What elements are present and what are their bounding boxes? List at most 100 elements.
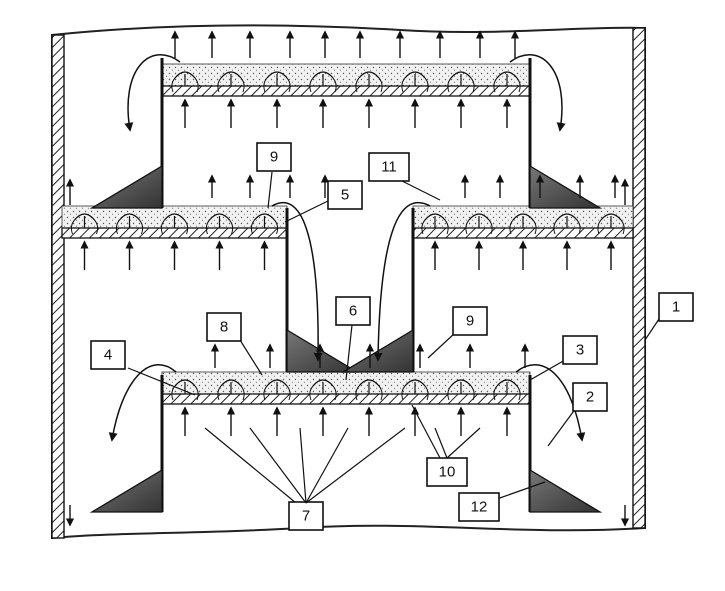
callout-leader — [284, 199, 331, 223]
callout-6: 6 — [335, 296, 371, 381]
callout-1: 1 — [644, 292, 694, 341]
callout-label: 9 — [466, 313, 474, 330]
callout-leader — [427, 332, 456, 359]
bubble-cap — [600, 213, 622, 221]
callout-box — [368, 152, 410, 182]
tray-plate — [61, 227, 288, 239]
callout-11: 11 — [368, 152, 441, 201]
bubble-stream — [309, 385, 337, 401]
vapor-flow-arrows — [65, 30, 630, 527]
callout-label: 1 — [672, 299, 680, 316]
callout-7-leader — [305, 427, 349, 504]
bubble-stream — [70, 219, 99, 235]
callout-leader — [401, 180, 441, 201]
liquid-seal — [89, 164, 163, 209]
callout-12: 12 — [458, 481, 546, 522]
callout-10: 10 — [411, 404, 468, 487]
bubble-stream — [509, 219, 537, 235]
callout-box — [452, 306, 488, 336]
bubble-stream — [217, 77, 245, 93]
bubble-cap — [450, 71, 472, 79]
callout-leader — [493, 481, 546, 501]
bubble-cap — [266, 71, 288, 79]
bubble-cap — [424, 213, 446, 221]
overflow-middle-left — [271, 201, 323, 362]
liquid-seal — [529, 468, 603, 513]
callout-box — [562, 335, 598, 365]
left-column-wall — [51, 34, 65, 539]
bubble-stream — [421, 219, 449, 235]
callout-box — [458, 492, 500, 522]
callout-leader — [345, 324, 353, 381]
bubble-cap — [404, 379, 426, 387]
callout-label: 12 — [471, 499, 488, 516]
liquid-seal — [89, 468, 163, 513]
callout-7-leader — [299, 427, 307, 504]
bubble-stream — [597, 219, 625, 235]
middle-left-tray — [61, 205, 288, 239]
callout-7-leader — [305, 427, 406, 504]
column-outline — [51, 24, 646, 540]
bubble-cap — [358, 71, 380, 79]
bubble-stream — [217, 385, 245, 401]
bubble-stream — [309, 77, 337, 93]
bubble-cap — [496, 379, 518, 387]
bubble-stream — [493, 385, 521, 401]
overflow-upper-left — [124, 54, 181, 132]
bubble-cap — [74, 213, 95, 221]
bubble-stream — [263, 385, 291, 401]
callout-label: 11 — [381, 159, 397, 176]
bubble-cap — [404, 71, 426, 79]
callout-box — [90, 340, 126, 370]
upper-left-downcomer — [89, 58, 164, 209]
bubble-cap — [174, 71, 196, 79]
callout-9a: 9 — [256, 142, 292, 209]
callout-label: 9 — [270, 149, 278, 166]
callout-7-leader — [249, 427, 307, 504]
callout-9b: 9 — [427, 306, 488, 359]
bubble-cap — [312, 379, 334, 387]
callout-leader — [547, 407, 577, 447]
callout-box — [572, 382, 608, 412]
callout-7: 7 — [204, 427, 324, 531]
overflow-middle-right — [373, 201, 431, 362]
right-column-wall — [632, 27, 646, 529]
callout-label: 8 — [220, 319, 228, 336]
callout-leader — [239, 339, 263, 376]
lower-left-downcomer — [89, 375, 164, 513]
bubble-cap — [254, 213, 275, 221]
callout-label: 6 — [349, 303, 357, 320]
bubble-stream — [553, 219, 581, 235]
liquid-seal — [529, 164, 603, 209]
callout-box — [335, 296, 371, 326]
callout-leader — [411, 404, 441, 459]
bubble-cap — [358, 379, 380, 387]
bubble-stream — [401, 77, 429, 93]
callout-label: 3 — [576, 342, 584, 359]
bubble-stream — [401, 385, 429, 401]
bubble-stream — [160, 219, 189, 235]
tray-plate — [161, 85, 531, 97]
bubble-stream — [171, 77, 199, 93]
bubble-stream — [465, 219, 493, 235]
callout-leader — [267, 171, 273, 209]
overflow-upper-right — [509, 54, 566, 132]
callout-box — [426, 457, 468, 487]
tray-plate — [412, 227, 634, 239]
bubble-cap — [119, 213, 140, 221]
bubble-cap — [312, 71, 334, 79]
callout-10-leader — [434, 427, 448, 459]
bubble-cap — [174, 379, 196, 387]
upper-right-downcomer — [528, 58, 603, 209]
bubble-cap — [512, 213, 534, 221]
callout-leader — [204, 427, 297, 504]
bubble-cap — [450, 379, 472, 387]
callout-label: 4 — [104, 347, 112, 364]
middle-right-tray — [412, 205, 634, 239]
froth-layer — [161, 63, 531, 87]
overflow-lower-left — [108, 364, 177, 442]
tray-plate — [161, 393, 531, 405]
callout-5: 5 — [284, 180, 363, 223]
